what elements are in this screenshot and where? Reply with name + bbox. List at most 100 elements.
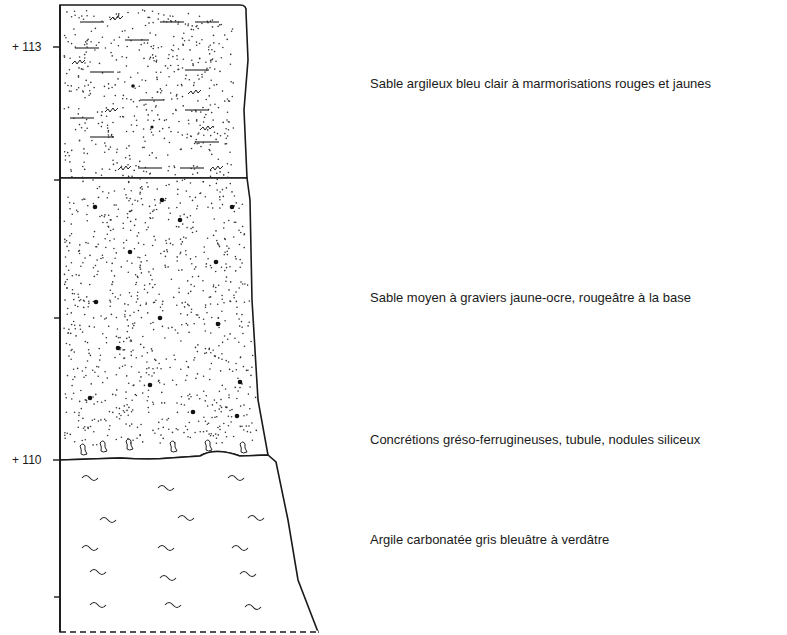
- sand-dot: [195, 111, 197, 113]
- sand-dot: [151, 350, 153, 352]
- sand-dot: [89, 90, 91, 92]
- sand-dot: [203, 121, 205, 123]
- sand-dot: [125, 398, 127, 400]
- sand-dot: [132, 203, 134, 205]
- sand-dot: [101, 111, 103, 113]
- sand-dot: [166, 185, 168, 187]
- sand-dot: [180, 148, 182, 150]
- sand-dot: [78, 415, 80, 417]
- sand-dot: [143, 244, 145, 246]
- sand-dot: [132, 28, 134, 30]
- sand-dot: [159, 442, 161, 444]
- sand-dot: [151, 152, 153, 154]
- sand-dot: [66, 287, 68, 289]
- clayey-sand-layer: [60, 5, 248, 178]
- sand-dot: [190, 228, 192, 230]
- sand-dot: [160, 306, 162, 308]
- sand-dot: [131, 190, 133, 192]
- sand-dot: [192, 173, 194, 175]
- sand-dot: [138, 310, 140, 312]
- sand-dot: [106, 261, 108, 263]
- sand-dot: [137, 72, 139, 74]
- sand-dot: [246, 425, 248, 427]
- sand-dot: [157, 114, 159, 116]
- sand-dot: [247, 370, 249, 372]
- clay-wave: [165, 603, 181, 608]
- sand-dot: [199, 431, 201, 433]
- sand-dot: [150, 218, 152, 220]
- sand-dot: [224, 100, 226, 102]
- sand-dot: [194, 432, 196, 434]
- sand-dot: [119, 418, 121, 420]
- sand-dot: [228, 289, 230, 291]
- gravel: [235, 414, 240, 419]
- sand-dot: [151, 348, 153, 350]
- sand-dot: [125, 423, 127, 425]
- sand-dot: [146, 171, 148, 173]
- sand-dot: [215, 230, 217, 232]
- sand-dot: [85, 367, 87, 369]
- sand-dot: [148, 396, 150, 398]
- sand-dot: [79, 124, 81, 126]
- sand-dot: [174, 174, 176, 176]
- sand-dot: [118, 45, 120, 47]
- sand-dot: [250, 341, 252, 343]
- sand-dot: [152, 368, 154, 370]
- sand-dot: [157, 18, 159, 20]
- sand-dot: [95, 246, 97, 248]
- sand-dot: [221, 442, 223, 444]
- sand-dot: [109, 240, 111, 242]
- sand-dot: [195, 378, 197, 380]
- sand-dot: [95, 172, 97, 174]
- sand-dot: [159, 119, 161, 121]
- sand-dot: [130, 221, 132, 223]
- sand-dot: [173, 297, 175, 299]
- sand-dot: [64, 55, 66, 57]
- sand-dot: [126, 65, 128, 67]
- sand-dot: [165, 240, 167, 242]
- sand-dot: [231, 31, 233, 33]
- sand-dot: [94, 276, 96, 278]
- gravel: [158, 316, 163, 321]
- sand-dot: [126, 57, 128, 59]
- sand-dot: [242, 333, 244, 335]
- sand-dot: [151, 110, 153, 112]
- sand-dot: [76, 209, 78, 211]
- sand-dot: [210, 296, 212, 298]
- sand-dot: [222, 47, 224, 49]
- sand-dot: [246, 414, 248, 416]
- sand-dot: [82, 331, 84, 333]
- sand-dot: [123, 247, 125, 249]
- sand-dot: [123, 242, 125, 244]
- sand-dot: [218, 107, 220, 109]
- sand-dot: [108, 149, 110, 151]
- sand-dot: [133, 325, 135, 327]
- sand-dot: [192, 276, 194, 278]
- sand-dot: [150, 275, 152, 277]
- sand-dot: [233, 294, 235, 296]
- sand-dot: [211, 267, 213, 269]
- sand-dot: [147, 119, 149, 121]
- sand-dot: [87, 39, 89, 41]
- sand-dot: [107, 225, 109, 227]
- sand-dot: [84, 130, 86, 132]
- sand-dot: [219, 24, 221, 26]
- sand-dot: [136, 357, 138, 359]
- sand-dot: [158, 428, 160, 430]
- sand-dot: [71, 233, 73, 235]
- sand-dot: [164, 265, 166, 267]
- sand-dot: [124, 412, 126, 414]
- sand-dot: [176, 428, 178, 430]
- sand-dot: [191, 309, 193, 311]
- sand-dot: [208, 149, 210, 151]
- sand-dot: [131, 366, 133, 368]
- sand-dot: [183, 214, 185, 216]
- sand-dot: [233, 236, 235, 238]
- sand-dot: [187, 217, 189, 219]
- sand-dot: [165, 198, 167, 200]
- sand-dot: [64, 82, 66, 84]
- sand-dot: [238, 287, 240, 289]
- sand-dot: [167, 170, 169, 172]
- sand-dot: [66, 279, 68, 281]
- sand-dot: [177, 84, 179, 86]
